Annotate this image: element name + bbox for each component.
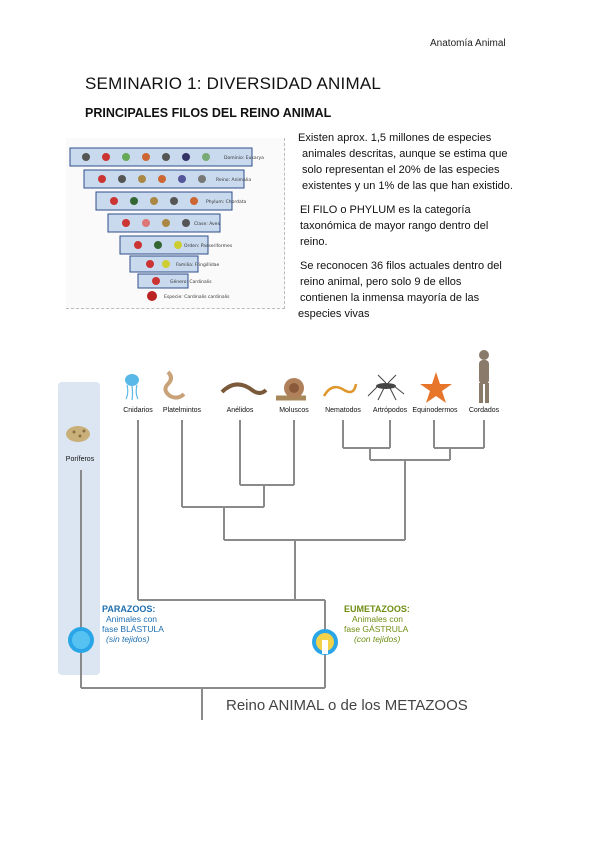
taxonomy-pyramid-graphic: Dominio: Eukarya Reino: Animalia Phylum:… xyxy=(69,147,264,301)
level-label-orden: Orden: Passeriformes xyxy=(184,243,233,249)
jellyfish-icon xyxy=(125,374,139,401)
level-label-dominio: Dominio: Eukarya xyxy=(224,155,264,161)
level-box-orden xyxy=(119,235,209,255)
reino-animal-label: Reino ANIMAL o de los METAZOOS xyxy=(226,697,468,714)
paragraph-filo-definition: El FILO o PHYLUM es la categoría taxonóm… xyxy=(300,204,489,248)
paragraph-filos-count: Se reconocen 36 filos actuales dentro de… xyxy=(298,260,502,320)
label-poriferos: Poríferos xyxy=(65,456,95,463)
taxonomy-pyramid-image: Dominio: Eukarya Reino: Animalia Phylum:… xyxy=(66,138,285,309)
poriferos-panel xyxy=(58,382,100,675)
label-anelidos: Anélidos xyxy=(226,407,254,414)
label-artropodos: Artrópodos xyxy=(372,407,408,414)
level-box-genero xyxy=(137,273,189,289)
section-subtitle: PRINCIPALES FILOS DEL REINO ANIMAL xyxy=(85,106,332,120)
label-platelmintos: Platelmintos xyxy=(162,407,202,414)
parazoos-note: PARAZOOS: Animales con fase BLÁSTULA (si… xyxy=(102,604,164,644)
earthworm-icon xyxy=(220,382,268,395)
nematode-icon xyxy=(322,383,358,397)
paragraph-species-count: Existen aprox. 1,5 millones de especies … xyxy=(298,132,513,192)
level-box-dominio xyxy=(69,147,253,167)
snail-icon xyxy=(276,378,306,401)
label-equinodermos: Equinodermos xyxy=(412,407,458,414)
tree-branches xyxy=(80,420,485,720)
label-cnidarios: Cnidarios xyxy=(123,407,153,414)
eumetazoos-note: EUMETAZOOS: Animales con fase GÁSTRULA (… xyxy=(344,604,410,644)
level-label-familia: Familia: Fringillidae xyxy=(176,262,219,268)
level-box-phylum xyxy=(95,191,233,211)
label-moluscos: Moluscos xyxy=(279,407,309,414)
level-label-phylum: Phylum: Chordata xyxy=(206,199,247,205)
label-nematodos: Nematodos xyxy=(325,407,361,414)
flatworm-icon xyxy=(163,370,186,400)
gastrula-icon xyxy=(312,629,338,655)
course-header: Anatomía Animal xyxy=(430,38,506,49)
level-label-genero: Género: Cardinalis xyxy=(170,278,212,285)
sponge-icon xyxy=(66,426,90,442)
level-label-especie: Especie: Cardinalis cardinalis xyxy=(164,294,230,300)
level-label-reino: Reino: Animalia xyxy=(216,177,251,183)
level-label-clase: Clase: Aves xyxy=(194,221,220,227)
starfish-icon xyxy=(420,372,452,403)
mosquito-icon xyxy=(367,374,405,401)
label-cordados: Cordados xyxy=(468,407,500,414)
human-figure-icon xyxy=(479,350,489,403)
blastula-icon xyxy=(68,627,94,653)
page-title: SEMINARIO 1: DIVERSIDAD ANIMAL xyxy=(85,74,382,93)
